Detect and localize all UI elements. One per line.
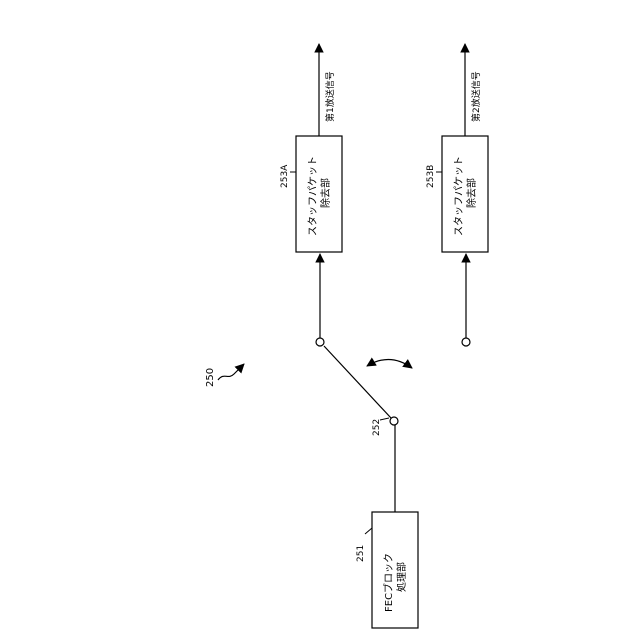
remover-a-ref: 253A xyxy=(280,164,290,188)
fec-block: FECブロック 処理部 251 xyxy=(356,512,418,628)
fec-block-line2: 処理部 xyxy=(395,562,408,592)
figure-label-squiggle xyxy=(218,364,244,380)
terminal-a xyxy=(316,338,324,346)
remover-a-output-label: 第1放送信号 xyxy=(324,71,336,122)
switch: 252 xyxy=(324,346,412,436)
fec-block-ref: 251 xyxy=(356,545,366,562)
remover-b-output-label: 第2放送信号 xyxy=(470,71,482,122)
fec-ref-tick xyxy=(365,528,372,534)
remover-a: スタッフパケット 除去部 253A 第1放送信号 xyxy=(280,44,342,252)
figure-label: 250 xyxy=(205,368,216,387)
switch-pivot xyxy=(390,417,398,425)
switch-toggle-arrow xyxy=(367,359,412,368)
remover-b-line1: スタッフパケット xyxy=(453,156,465,236)
fec-block-line1: FECブロック xyxy=(382,553,395,612)
figure-label-group: 250 xyxy=(205,364,244,387)
switch-arm xyxy=(324,346,391,418)
terminal-b xyxy=(462,338,470,346)
remover-b-ref: 253B xyxy=(426,165,436,188)
switch-label: 252 xyxy=(372,419,382,436)
remover-b: スタッフパケット 除去部 253B 第2放送信号 xyxy=(426,44,488,252)
remover-b-line2: 除去部 xyxy=(465,178,478,208)
fec-block-box xyxy=(372,512,418,628)
remover-b-box xyxy=(442,136,488,252)
remover-a-line2: 除去部 xyxy=(319,178,332,208)
remover-a-line1: スタッフパケット xyxy=(307,156,319,236)
remover-a-box xyxy=(296,136,342,252)
